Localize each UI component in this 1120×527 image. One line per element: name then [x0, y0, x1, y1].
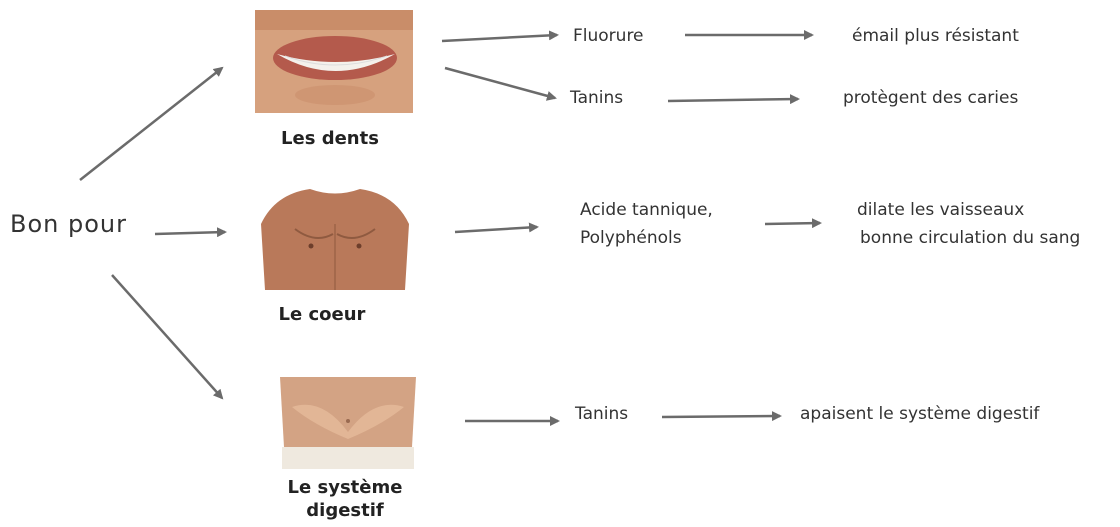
- label-acide-tannique: Acide tannique,: [580, 200, 713, 220]
- label-tanins-dents: Tanins: [570, 88, 623, 108]
- smile-icon: [255, 10, 413, 113]
- label-apaisent: apaisent le système digestif: [800, 404, 1039, 424]
- belly-icon: [262, 377, 434, 469]
- arrow-root-to-dents: [80, 68, 222, 180]
- caption-digestif-line1: Le système: [280, 477, 410, 498]
- torso-icon: [255, 184, 415, 290]
- label-email-resistant: émail plus résistant: [852, 26, 1019, 46]
- caption-coeur: Le coeur: [262, 304, 382, 325]
- root-label: Bon pour: [10, 210, 127, 238]
- arrow-root-to-digestif: [112, 275, 222, 398]
- arrow-dents-to-fluorure: [442, 35, 557, 41]
- arrow-dents-to-tanins: [445, 68, 555, 98]
- smile-image: [255, 10, 413, 113]
- arrow-acide-to-effect: [765, 223, 820, 224]
- label-bonne-circulation: bonne circulation du sang: [860, 228, 1080, 248]
- belly-image: [262, 377, 434, 469]
- caption-digestif-line2: digestif: [280, 500, 410, 521]
- arrow-coeur-to-acide: [455, 227, 537, 232]
- arrow-root-to-coeur: [155, 232, 225, 234]
- label-tanins-digestif: Tanins: [575, 404, 628, 424]
- label-fluorure: Fluorure: [573, 26, 644, 46]
- caption-dents: Les dents: [270, 128, 390, 149]
- torso-image: [255, 184, 415, 290]
- label-protegent-caries: protègent des caries: [843, 88, 1018, 108]
- arrow-tanins-to-effect: [668, 99, 798, 101]
- arrow-tanins-to-digestif-effect: [662, 416, 780, 417]
- label-dilate-vaisseaux: dilate les vaisseaux: [857, 200, 1024, 220]
- label-polyphenols: Polyphénols: [580, 228, 682, 248]
